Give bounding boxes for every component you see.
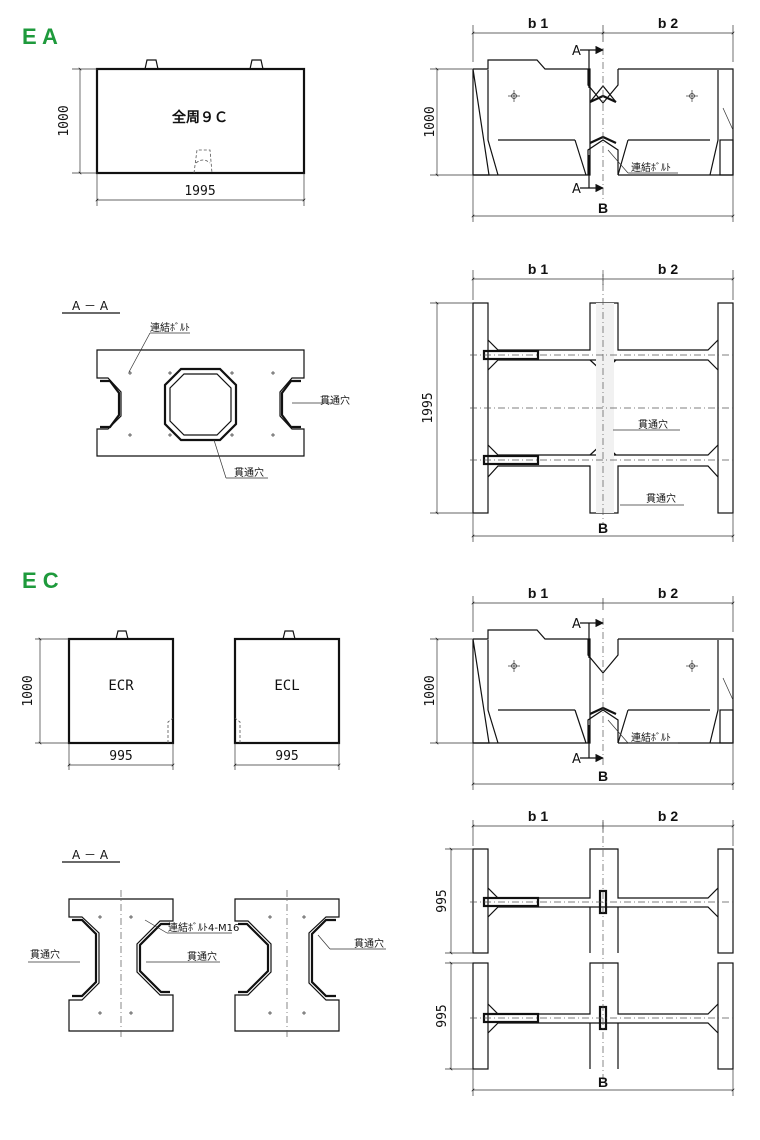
- ec-side-bolt-label: 連結ﾎﾞﾙﾄ: [631, 731, 671, 744]
- ec-side-height-dim: 1000: [423, 675, 438, 706]
- ec-side-total: B: [598, 768, 608, 784]
- ec-heading: E C: [22, 568, 59, 593]
- ec-section-hole-left-label: 貫通穴: [30, 948, 60, 961]
- ea-plan-view: [430, 270, 735, 542]
- ea-plan-b1: b 1: [528, 261, 548, 277]
- ea-side-a-top: A: [572, 44, 581, 59]
- ea-front-label: 全周９Ｃ: [171, 109, 228, 125]
- ec-side-a-bottom: A: [572, 752, 581, 767]
- ea-section-view: [62, 312, 332, 479]
- ec-plan-height-bottom-dim: 995: [435, 1004, 450, 1027]
- ea-plan-total: B: [598, 520, 608, 536]
- ec-front-r-width-dim: 995: [109, 749, 132, 764]
- ec-front-l-width-dim: 995: [275, 749, 298, 764]
- ea-section-title: A － A: [72, 299, 109, 313]
- ec-section-title: A － A: [72, 848, 109, 862]
- ec-front-r-view: [35, 630, 175, 770]
- ec-section-hole-center-label: 貫通穴: [187, 950, 217, 963]
- ec-side-a-top: A: [572, 617, 581, 632]
- ec-section-hole-right-label: 貫通穴: [354, 937, 384, 950]
- ea-front-height-dim: 1000: [57, 105, 72, 136]
- ec-side-b1: b 1: [528, 585, 548, 601]
- ec-front-l-view: [233, 630, 341, 770]
- ec-side-view: [430, 596, 735, 790]
- ea-plan-b2: b 2: [658, 261, 678, 277]
- ec-front-r-label: ECR: [108, 678, 134, 694]
- ea-side-b2: b 2: [658, 15, 678, 31]
- ec-section-bolt-label: 連結ﾎﾞﾙﾄ4-M16: [168, 921, 239, 934]
- ea-side-view: [430, 25, 735, 222]
- ea-plan-hole-bottom-label: 貫通穴: [646, 492, 676, 505]
- ea-side-a-bottom: A: [572, 182, 581, 197]
- ea-front-width-dim: 1995: [184, 184, 215, 199]
- ec-plan-total: B: [598, 1074, 608, 1090]
- ea-front-view: [72, 59, 306, 206]
- ea-section-hole-center-label: 貫通穴: [234, 466, 264, 479]
- ea-side-bolt-label: 連結ﾎﾞﾙﾄ: [631, 161, 671, 174]
- ea-plan-height-dim: 1995: [421, 392, 436, 423]
- ea-section-hole-right-label: 貫通穴: [320, 394, 350, 407]
- ea-side-b1: b 1: [528, 15, 548, 31]
- ec-plan-b2: b 2: [658, 808, 678, 824]
- ec-plan-view: [445, 820, 735, 1096]
- ea-plan-hole-center-label: 貫通穴: [638, 418, 668, 431]
- ec-side-b2: b 2: [658, 585, 678, 601]
- ea-heading: E A: [22, 24, 58, 49]
- ec-plan-b1: b 1: [528, 808, 548, 824]
- ec-front-l-label: ECL: [274, 678, 299, 694]
- ec-plan-height-top-dim: 995: [435, 889, 450, 912]
- ec-front-height-dim: 1000: [21, 675, 36, 706]
- ec-section-view: [28, 861, 386, 1040]
- ea-side-total: B: [598, 200, 608, 216]
- ea-section-bolt-label: 連結ﾎﾞﾙﾄ: [150, 321, 190, 334]
- ea-side-height-dim: 1000: [423, 106, 438, 137]
